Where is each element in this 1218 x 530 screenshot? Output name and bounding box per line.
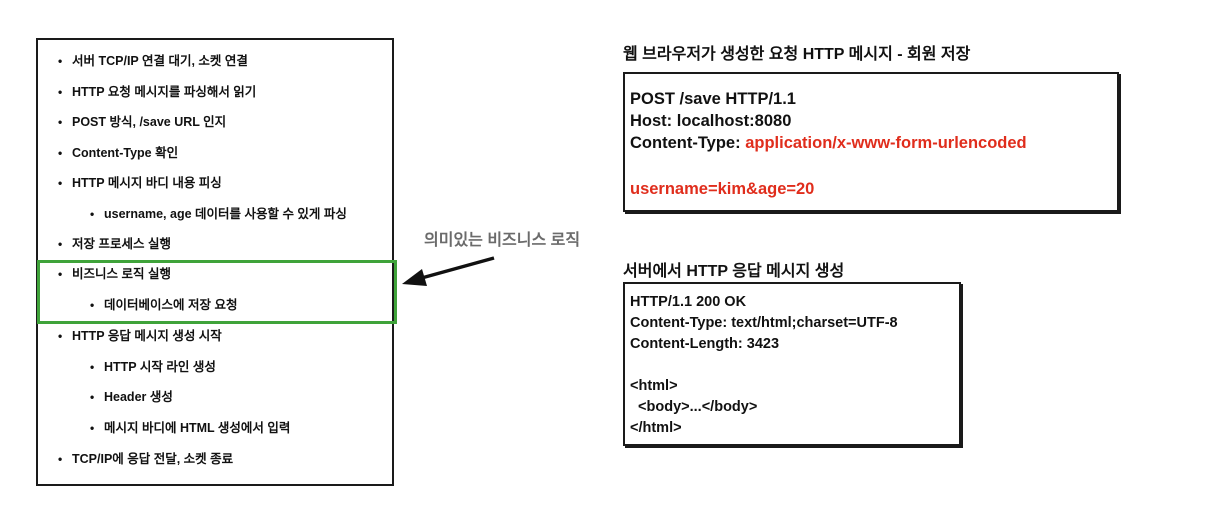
response-message-box	[623, 282, 961, 446]
response-line: Content-Type: text/html;charset=UTF-8	[630, 315, 898, 331]
step-item: HTTP 응답 메시지 생성 시작	[58, 328, 222, 344]
step-item: Content-Type 확인	[58, 145, 178, 161]
request-host-header: Host: localhost:8080	[630, 112, 792, 130]
step-subitem: 데이터베이스에 저장 요청	[90, 297, 238, 313]
business-logic-label: 의미있는 비즈니스 로직	[424, 232, 581, 249]
step-item: 비즈니스 로직 실행	[58, 266, 171, 282]
step-subitem: Header 생성	[90, 389, 173, 405]
step-subitem: HTTP 시작 라인 생성	[90, 359, 216, 375]
step-subitem: username, age 데이터를 사용할 수 있게 파싱	[90, 206, 347, 222]
business-logic-highlight	[37, 260, 397, 324]
step-item: 저장 프로세스 실행	[58, 236, 171, 252]
request-start-line: POST /save HTTP/1.1	[630, 90, 796, 108]
response-line: Content-Length: 3423	[630, 336, 780, 352]
response-line: <body>...</body>	[630, 399, 758, 415]
content-type-key: Content-Type:	[630, 134, 746, 152]
request-content-type-header: Content-Type: application/x-www-form-url…	[630, 132, 1027, 154]
request-body: username=kim&age=20	[630, 180, 815, 198]
request-title: 웹 브라우저가 생성한 요청 HTTP 메시지 - 회원 저장	[623, 46, 971, 63]
step-item: TCP/IP에 응답 전달, 소켓 종료	[58, 451, 233, 467]
response-line: <html>	[630, 378, 678, 394]
step-item: POST 방식, /save URL 인지	[58, 114, 226, 130]
response-line: HTTP/1.1 200 OK	[630, 294, 747, 310]
step-item: HTTP 요청 메시지를 파싱해서 읽기	[58, 84, 256, 100]
arrow-left-icon	[402, 256, 495, 286]
content-type-value: application/x-www-form-urlencoded	[745, 134, 1027, 152]
step-item: 서버 TCP/IP 연결 대기, 소켓 연결	[58, 53, 248, 69]
request-message-box	[623, 72, 1119, 212]
response-line: </html>	[630, 420, 682, 436]
step-subitem: 메시지 바디에 HTML 생성에서 입력	[90, 420, 290, 436]
step-item: HTTP 메시지 바디 내용 피싱	[58, 175, 222, 191]
response-title: 서버에서 HTTP 응답 메시지 생성	[623, 263, 845, 280]
